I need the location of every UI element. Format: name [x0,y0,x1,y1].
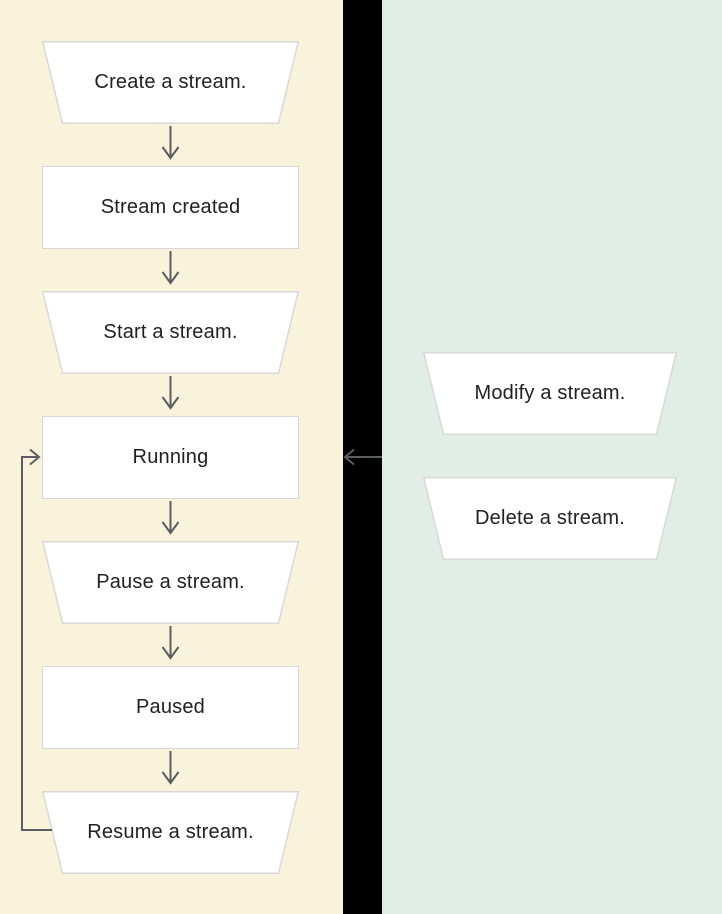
node-paused: Paused [42,666,299,749]
node-modify-a-stream: Modify a stream. [423,352,677,435]
node-label: Stream created [100,196,241,218]
trapezoid-shape [42,291,299,374]
panel-divider [343,0,382,914]
node-create-a-stream: Create a stream. [42,41,299,124]
node-label: Paused [135,696,206,718]
trapezoid-shape [42,41,299,124]
node-start-a-stream: Start a stream. [42,291,299,374]
node-label: Running [132,446,209,468]
node-running: Running [42,416,299,499]
node-pause-a-stream: Pause a stream. [42,541,299,624]
node-resume-a-stream: Resume a stream. [42,791,299,874]
trapezoid-shape [42,791,299,874]
node-label: Start a stream. [103,321,238,343]
node-label: Pause a stream. [96,571,245,593]
node-stream-created: Stream created [42,166,299,249]
trapezoid-shape [42,541,299,624]
node-label: Create a stream. [94,71,247,93]
node-label: Delete a stream. [475,507,625,529]
trapezoid-shape [423,477,677,560]
node-label: Modify a stream. [474,382,626,404]
node-delete-a-stream: Delete a stream. [423,477,677,560]
trapezoid-shape [423,352,677,435]
node-label: Resume a stream. [87,821,254,843]
stream-actions-panel [382,0,722,914]
